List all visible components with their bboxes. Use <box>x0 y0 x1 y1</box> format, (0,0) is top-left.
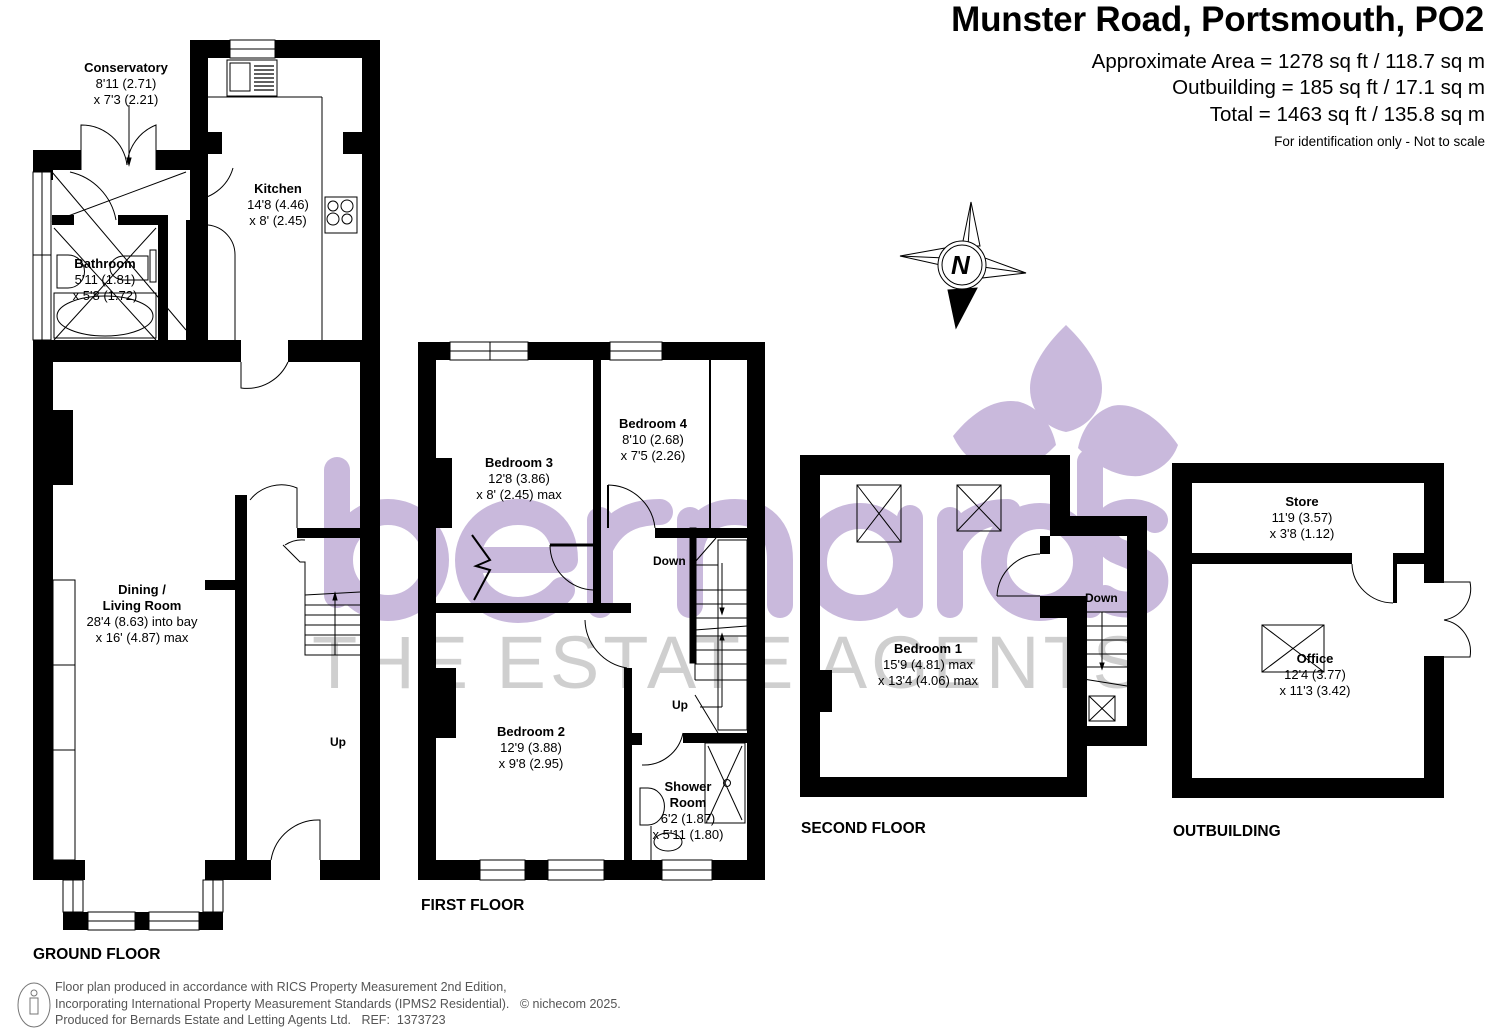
ground-floor-label: GROUND FLOOR <box>33 946 161 963</box>
footer-notes: Floor plan produced in accordance with R… <box>55 979 621 1029</box>
footer-line-rics: Floor plan produced in accordance with R… <box>55 980 507 994</box>
outbuilding-walls <box>1172 463 1444 798</box>
room-dining-living: Dining / Living Room 28'4 (8.63) into ba… <box>86 582 198 645</box>
footer-line-ref: Produced for Bernards Estate and Letting… <box>55 1013 446 1027</box>
first-floor-label: FIRST FLOOR <box>421 897 525 914</box>
property-title: Munster Road, Portsmouth, PO2 <box>951 0 1484 39</box>
room-bedroom-3: Bedroom 3 12'8 (3.86) x 8' (2.45) max <box>476 455 562 502</box>
room-conservatory: Conservatory 8'11 (2.71) x 7'3 (2.21) <box>84 60 168 107</box>
outbuilding-area: Outbuilding = 185 sq ft / 17.1 sq m <box>1172 76 1485 99</box>
second-floor-label: SECOND FLOOR <box>801 820 926 837</box>
room-store: Store 11'9 (3.57) x 3'8 (1.12) <box>1269 494 1335 541</box>
outbuilding-fixtures <box>1261 563 1472 673</box>
total-area: Total = 1463 sq ft / 135.8 sq m <box>1209 103 1485 126</box>
room-shower-room: Shower Room 6'2 (1.87) x 5'11 (1.80) <box>652 779 724 842</box>
first-floor-fixtures <box>449 341 748 881</box>
first-stairs-down-label: Down <box>653 554 686 568</box>
room-bedroom-2: Bedroom 2 12'9 (3.88) x 9'8 (2.95) <box>497 724 565 771</box>
second-floor-walls <box>800 455 1147 797</box>
scale-disclaimer: For identification only - Not to scale <box>1274 134 1485 149</box>
ground-floor-fixtures <box>32 39 361 931</box>
room-bedroom-1: Bedroom 1 15'9 (4.81) max x 13'4 (4.06) … <box>877 641 979 688</box>
north-compass-icon <box>899 201 1027 330</box>
second-floor-fixtures <box>856 484 1128 722</box>
room-office: Office 12'4 (3.77) x 11'3 (3.42) <box>1279 651 1351 698</box>
outbuilding-label: OUTBUILDING <box>1173 823 1281 840</box>
approximate-area: Approximate Area = 1278 sq ft / 118.7 sq… <box>1091 50 1485 73</box>
compass-north-label: N <box>951 250 970 280</box>
footer-line-ipms: Incorporating International Property Mea… <box>55 996 621 1011</box>
bernards-flower-logo-icon <box>953 325 1178 477</box>
room-kitchen: Kitchen 14'8 (4.46) x 8' (2.45) <box>247 181 309 228</box>
person-outline-icon <box>17 982 51 1028</box>
room-bedroom-4: Bedroom 4 8'10 (2.68) x 7'5 (2.26) <box>619 416 687 463</box>
first-stairs-up-label: Up <box>672 698 688 712</box>
ground-floor-walls <box>33 40 380 930</box>
ground-stairs-up-label: Up <box>330 735 346 749</box>
second-stairs-down-label: Down <box>1085 591 1118 605</box>
room-bathroom: Bathroom 5'11 (1.81) x 5'8 (1.72) <box>72 256 138 303</box>
